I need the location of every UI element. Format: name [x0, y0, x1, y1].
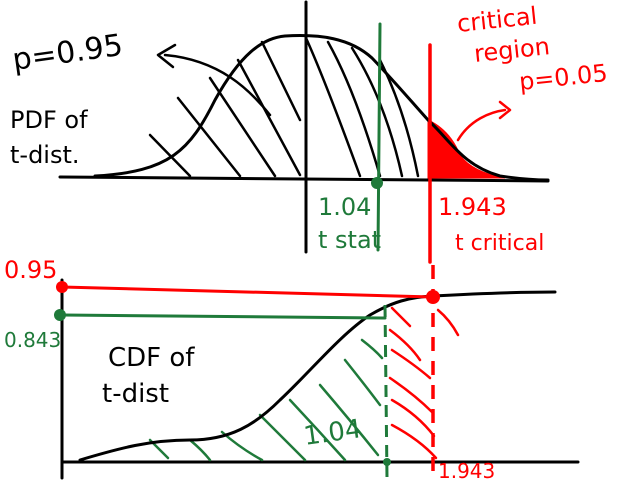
pdf-prob-label: p=0.95 — [10, 28, 125, 78]
cdf-curve-label-line2: t-dist — [102, 379, 169, 409]
cdf-panel: 0.95 0.843 CDF of t-dist 1.04 1.943 — [4, 256, 580, 480]
pdf-x-axis — [58, 175, 550, 183]
t-critical-label: t critical — [455, 231, 544, 256]
p-critical-axis-point — [56, 281, 68, 293]
cdf-t-stat-line — [383, 304, 389, 479]
p-critical-line — [60, 285, 435, 299]
cdf-t-stat-axis-value: 1.04 — [302, 414, 364, 452]
cdf-t-stat-point — [383, 458, 391, 466]
pdf-panel: p=0.95 PDF of t-dist. critical region p=… — [10, 0, 609, 264]
critical-label-line2: region — [473, 32, 551, 68]
t-critical-value: 1.943 — [438, 193, 507, 221]
t-stat-line — [376, 22, 382, 252]
cdf-curve-label-line1: CDF of — [108, 343, 195, 373]
p-stat-axis-point — [54, 309, 66, 321]
cdf-t-critical-axis-value: 1.943 — [438, 459, 495, 480]
pdf-curve-label-line2: t-dist. — [10, 141, 80, 169]
pdf-curve-label-line1: PDF of — [10, 106, 88, 134]
critical-arrowhead — [498, 100, 512, 120]
t-stat-value: 1.04 — [318, 193, 371, 221]
pdf-hatching — [148, 36, 420, 178]
cdf-curve — [78, 290, 557, 462]
pdf-curve — [93, 34, 550, 182]
pdf-prob-arrow — [163, 53, 272, 117]
t-stat-point — [371, 177, 383, 189]
p-critical-value: 0.95 — [4, 256, 57, 284]
p-stat-value: 0.843 — [4, 328, 61, 352]
critical-arrow — [456, 108, 507, 142]
critical-label-line1: critical — [456, 2, 539, 38]
cdf-critical-hatching — [388, 306, 460, 460]
pdf-prob-arrowhead — [156, 43, 177, 69]
critical-label-line3: p=0.05 — [518, 59, 609, 96]
t-stat-label: t stat — [318, 226, 381, 254]
p-stat-line — [60, 313, 387, 320]
